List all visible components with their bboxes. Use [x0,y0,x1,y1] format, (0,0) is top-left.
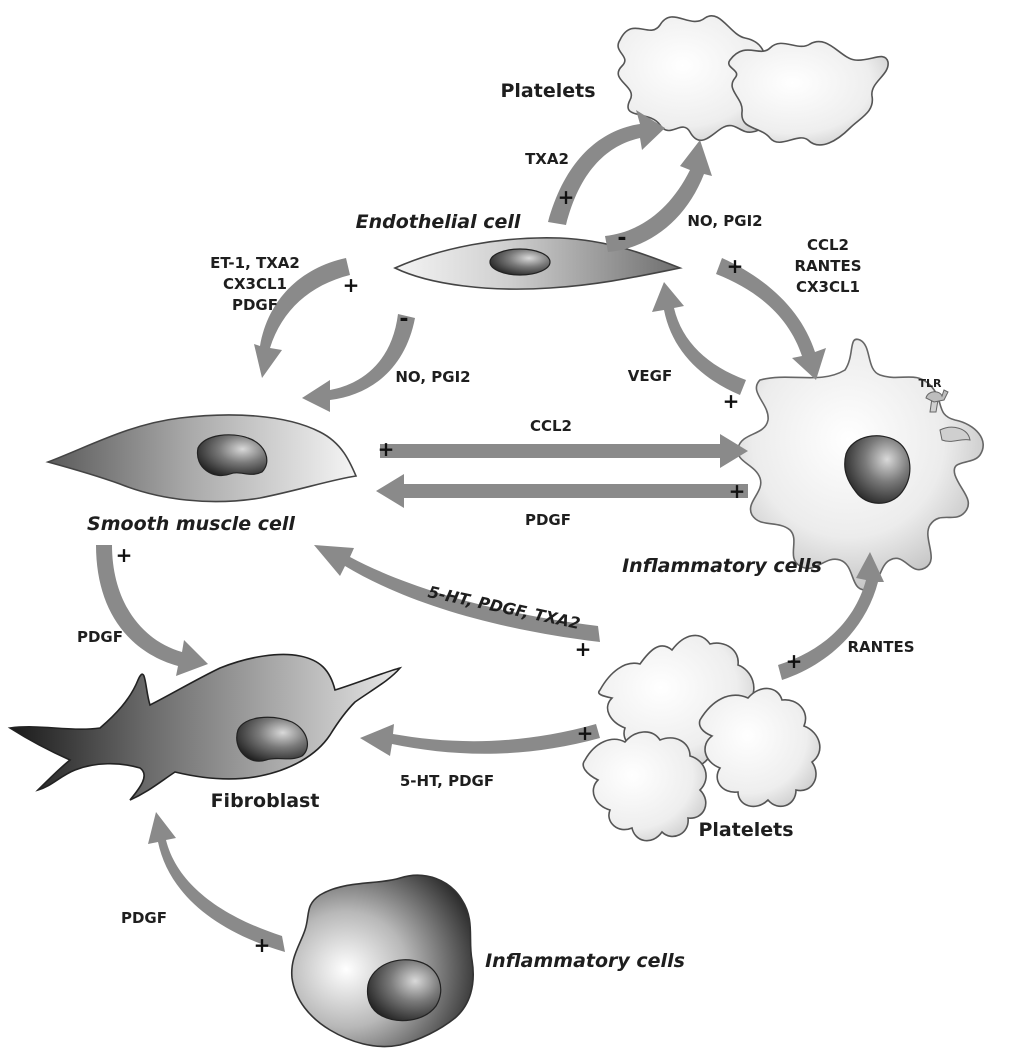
inflammatory-nucleus-bottom [368,960,441,1021]
label-pdgf-smc-fibro: PDGF [77,628,123,646]
label-ccl2-mid: CCL2 [530,417,572,435]
label-pdgf-left: PDGF [232,296,278,314]
sign-txa2-plus: + [558,185,575,209]
sign-ccl2-mid-plus: + [378,437,395,461]
endothelial-cell [395,238,680,289]
label-platelets-top: Platelets [500,80,595,102]
sign-pdgf-mid-plus: + [729,479,746,503]
arrow-platelets-to-fibroblast [360,724,600,756]
sign-pdgf-smc-fibro-plus: + [116,543,133,567]
sign-no-left-minus: - [399,307,408,332]
sign-et1-plus: + [343,273,360,297]
sign-pdgf-bottom-plus: + [254,933,271,957]
sign-5ht-txa2-plus: + [575,637,592,661]
endothelial-nucleus [490,249,550,275]
label-cx3cl1-left: CX3CL1 [223,275,287,293]
sign-no-top-minus: - [617,226,626,251]
arrow-inflammatory-to-smc-pdgf [376,474,748,508]
label-rantes-bottom: RANTES [848,638,915,656]
label-smooth-muscle-cell: Smooth muscle cell [87,513,295,535]
label-vegf: VEGF [628,367,672,385]
label-cx3cl1-right: CX3CL1 [796,278,860,296]
sign-ccl2-plus: + [727,254,744,278]
fibroblast-cell [10,655,400,801]
label-fibroblast: Fibroblast [211,790,320,812]
arrow-endo-to-smc-no [302,314,415,412]
label-no-pgi2-top: NO, PGI2 [687,212,762,230]
arrow-smc-to-fibroblast [96,545,208,676]
label-no-pgi2-left: NO, PGI2 [395,368,470,386]
label-inflammatory-cells-bottom: Inflammatory cells [485,950,685,972]
sign-vegf-plus: + [723,389,740,413]
sign-5ht-pdgf-plus: + [577,721,594,745]
label-rantes-right: RANTES [795,257,862,275]
label-5ht-pdgf: 5-HT, PDGF [400,772,494,790]
arrow-inflammatory-bottom-to-fibroblast [148,812,285,952]
label-tlr: TLR [919,377,943,390]
label-platelets-bottom: Platelets [698,819,793,841]
inflammatory-cell-right [738,339,983,590]
inflammatory-cell-bottom [292,875,473,1046]
label-pdgf-bottom: PDGF [121,909,167,927]
label-endothelial-cell: Endothelial cell [356,211,521,233]
label-txa2: TXA2 [525,150,569,168]
smooth-muscle-cell [48,415,356,502]
label-et1-txa2: ET-1, TXA2 [210,254,300,272]
label-inflammatory-cells-right: Inflammatory cells [622,555,822,577]
arrow-smc-to-inflammatory-ccl2 [380,434,748,468]
label-ccl2-right: CCL2 [807,236,849,254]
sign-rantes-plus: + [786,649,803,673]
label-pdgf-mid: PDGF [525,511,571,529]
